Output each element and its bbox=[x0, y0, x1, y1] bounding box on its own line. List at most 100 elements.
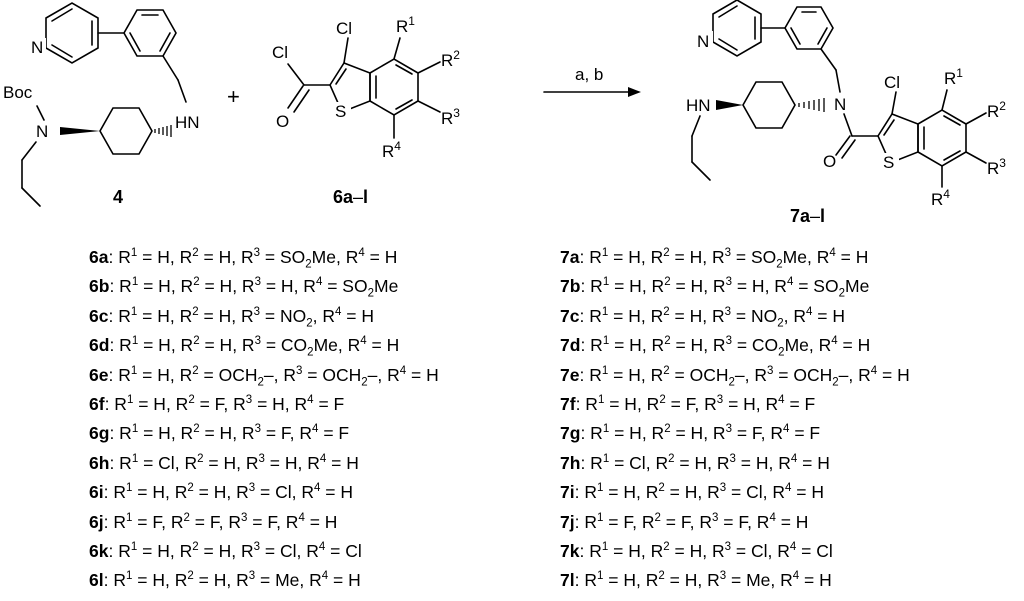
product-pyridine-ring bbox=[697, 0, 762, 57]
substituent-row: 7f: R1 = H, R2 = F, R3 = H, R4 = F bbox=[560, 393, 816, 414]
substituent-r1: H bbox=[152, 570, 165, 591]
substituent-r1: H bbox=[628, 305, 641, 326]
substituent-r4: F bbox=[333, 393, 345, 414]
compound-id: 7a bbox=[560, 247, 580, 267]
ring-cl-label: Cl bbox=[336, 19, 352, 38]
product-benzene-ring bbox=[784, 6, 834, 50]
substituent-r3: H bbox=[280, 276, 294, 297]
substituent-r4: H bbox=[855, 247, 869, 267]
substituent-r3: NO2 bbox=[750, 305, 784, 330]
compound-id: 7i bbox=[560, 482, 575, 503]
substituent-r4: H bbox=[817, 452, 830, 473]
substituent-r2: H bbox=[218, 540, 232, 561]
substituent-r3: Cl bbox=[750, 540, 768, 561]
substituent-r3: Cl bbox=[275, 482, 292, 503]
substituent-r4: H bbox=[426, 364, 439, 385]
substituent-r2: H bbox=[218, 305, 232, 326]
substituent-r3: OCH2– bbox=[322, 364, 378, 389]
substituent-row: 7j: R1 = F, R2 = F, R3 = F, R4 = H bbox=[560, 511, 809, 532]
substituent-row: 7b: R1 = H, R2 = H, R3 = H, R4 = SO2Me bbox=[560, 276, 870, 300]
wedge-bond bbox=[60, 127, 100, 135]
compound-id: 7d bbox=[560, 335, 581, 356]
substituent-row: 6f: R1 = H, R2 = F, R3 = H, R4 = F bbox=[89, 393, 345, 414]
sulfur-label: S bbox=[335, 102, 346, 121]
trans-hash-bond bbox=[154, 125, 172, 137]
compound-id: 6g bbox=[89, 423, 110, 444]
substituent-r1: H bbox=[624, 393, 637, 414]
substituent-row: 7l: R1 = H, R2 = H, R3 = Me, R4 = H bbox=[560, 570, 832, 591]
cyclohexane-ring bbox=[99, 107, 153, 155]
substituent-r2: OCH2– bbox=[689, 364, 745, 389]
amine-hn-label: HN bbox=[175, 113, 200, 132]
plus-sign: + bbox=[227, 84, 240, 109]
reaction-arrow bbox=[543, 87, 641, 97]
substituent-r2: F bbox=[680, 511, 690, 532]
substituent-r3: CO2Me bbox=[751, 335, 809, 359]
substituent-r3: OCH2– bbox=[793, 364, 849, 389]
substituent-r4: F bbox=[809, 423, 821, 444]
compound-id: 6f bbox=[89, 393, 105, 414]
substituent-r2: H bbox=[694, 452, 708, 473]
substituent-r3: Cl bbox=[746, 482, 763, 503]
substituent-r3: F bbox=[267, 511, 277, 532]
substituent-row: 6b: R1 = H, R2 = H, R3 = H, R4 = SO2Me bbox=[89, 276, 399, 300]
substituent-r1: H bbox=[628, 247, 641, 267]
substituent-r1: H bbox=[623, 570, 636, 591]
substituent-r1: F bbox=[623, 511, 633, 532]
substituent-r1: Cl bbox=[158, 452, 175, 473]
acyl-cl-label: Cl bbox=[272, 43, 288, 62]
product-r4-label: R4 bbox=[931, 187, 950, 209]
r3-label: R3 bbox=[441, 106, 460, 128]
product-oxygen: O bbox=[823, 152, 836, 171]
substituent-r2: H bbox=[219, 423, 233, 444]
substituent-r1: H bbox=[629, 423, 642, 444]
oxygen-label: O bbox=[276, 112, 289, 131]
product-r3-label: R3 bbox=[987, 156, 1006, 178]
substituent-r4: SO2Me bbox=[342, 276, 399, 300]
compound-id: 6e bbox=[89, 364, 109, 385]
product-pyridine-n: N bbox=[697, 32, 709, 51]
substituent-r2: H bbox=[213, 482, 227, 503]
substituent-row: 7c: R1 = H, R2 = H, R3 = NO2, R4 = H bbox=[560, 305, 845, 330]
substituent-r1: F bbox=[152, 511, 162, 532]
boc-label: Boc bbox=[3, 83, 33, 102]
substituent-row: 6e: R1 = H, R2 = OCH2–, R3 = OCH2–, R4 =… bbox=[89, 364, 439, 389]
substituent-r1: H bbox=[157, 247, 170, 267]
substituent-r3: H bbox=[272, 393, 285, 414]
product-wedge-bond bbox=[716, 100, 743, 110]
reactant-4-structure: N HN N Boc bbox=[3, 2, 200, 207]
substituent-r3: F bbox=[751, 423, 761, 444]
compound-id: 6b bbox=[89, 276, 110, 297]
substituent-r4: H bbox=[361, 305, 374, 326]
pyridine-n: N bbox=[31, 38, 43, 57]
substituent-r4: H bbox=[857, 335, 871, 356]
substituent-row: 7g: R1 = H, R2 = H, R3 = F, R4 = F bbox=[560, 423, 821, 444]
substituent-row: 6i: R1 = H, R2 = H, R3 = Cl, R4 = H bbox=[89, 482, 353, 503]
substituent-r4: H bbox=[819, 570, 832, 591]
substituent-r2: F bbox=[685, 393, 695, 414]
compound-id: 7g bbox=[560, 423, 581, 444]
substituent-r3: NO2 bbox=[279, 305, 313, 330]
product-cyclohexane-ring bbox=[742, 81, 796, 129]
substituent-r1: H bbox=[158, 335, 171, 356]
benzo-ring bbox=[369, 58, 419, 116]
compound-id: 6d bbox=[89, 335, 110, 356]
product-amine-hn: HN bbox=[686, 96, 711, 115]
substituent-r2: H bbox=[690, 276, 704, 297]
substituent-r1: H bbox=[623, 482, 636, 503]
substituent-r1: H bbox=[157, 305, 170, 326]
substituent-r4: F bbox=[338, 423, 350, 444]
substituent-r4: Cl bbox=[345, 540, 362, 561]
product-benzo-ring bbox=[917, 109, 967, 167]
substituent-r1: H bbox=[628, 364, 641, 385]
reactant-6-structure: Cl O S Cl R1 R2 R3 R4 bbox=[272, 14, 460, 161]
compound-id: 7k bbox=[560, 540, 580, 561]
substituent-r3: H bbox=[751, 276, 765, 297]
substituent-r1: H bbox=[629, 335, 642, 356]
compound-id: 7f bbox=[560, 393, 576, 414]
product-amide-n: N bbox=[834, 95, 846, 114]
substituent-r4: SO2Me bbox=[813, 276, 870, 300]
